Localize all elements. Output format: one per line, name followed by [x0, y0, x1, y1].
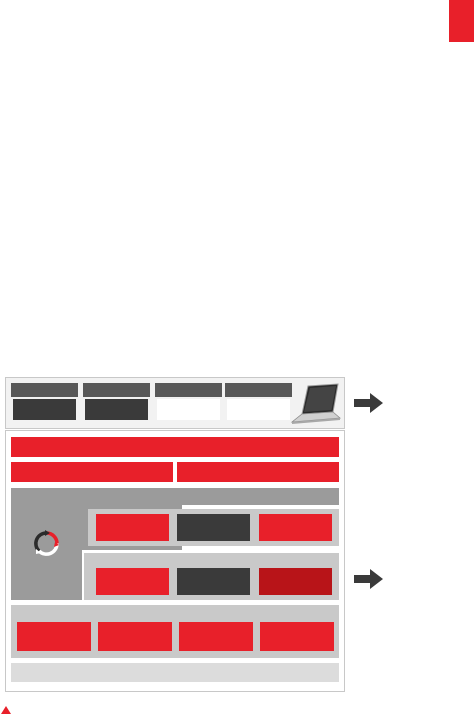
triangle-up-icon — [1, 706, 11, 714]
top-block-field — [227, 399, 290, 420]
top-block-1 — [11, 383, 78, 423]
row-2-block-1 — [96, 568, 169, 595]
arrow-right-icon — [354, 569, 383, 589]
top-block-field — [157, 399, 220, 420]
row-1-block-3 — [259, 514, 332, 541]
corner-tab — [449, 0, 474, 42]
main-header-bar — [11, 437, 339, 457]
top-block-header — [155, 383, 222, 397]
grey-side-panel — [11, 488, 82, 600]
row-1-block-1 — [96, 514, 169, 541]
bottom-block-3 — [179, 622, 253, 651]
top-block-4 — [225, 383, 292, 423]
main-subheader-right — [177, 462, 339, 482]
top-block-3 — [155, 383, 222, 423]
bottom-block-2 — [98, 622, 172, 651]
row-2-block-3 — [259, 568, 332, 595]
top-block-field — [85, 399, 148, 420]
footer-bar — [11, 663, 339, 682]
main-subheader-left — [11, 462, 173, 482]
top-block-header — [83, 383, 150, 397]
top-block-2 — [83, 383, 150, 423]
bottom-block-1 — [17, 622, 91, 651]
grey-band-top — [11, 488, 339, 505]
top-block-field — [13, 399, 76, 420]
row-2-block-2 — [177, 568, 250, 595]
row-1-block-2 — [177, 514, 250, 541]
top-block-header — [11, 383, 78, 397]
top-block-header — [225, 383, 292, 397]
bottom-block-4 — [260, 622, 334, 651]
arrow-right-icon — [354, 393, 383, 413]
laptop-icon — [290, 383, 341, 424]
cycle-arrows-icon — [34, 530, 59, 556]
